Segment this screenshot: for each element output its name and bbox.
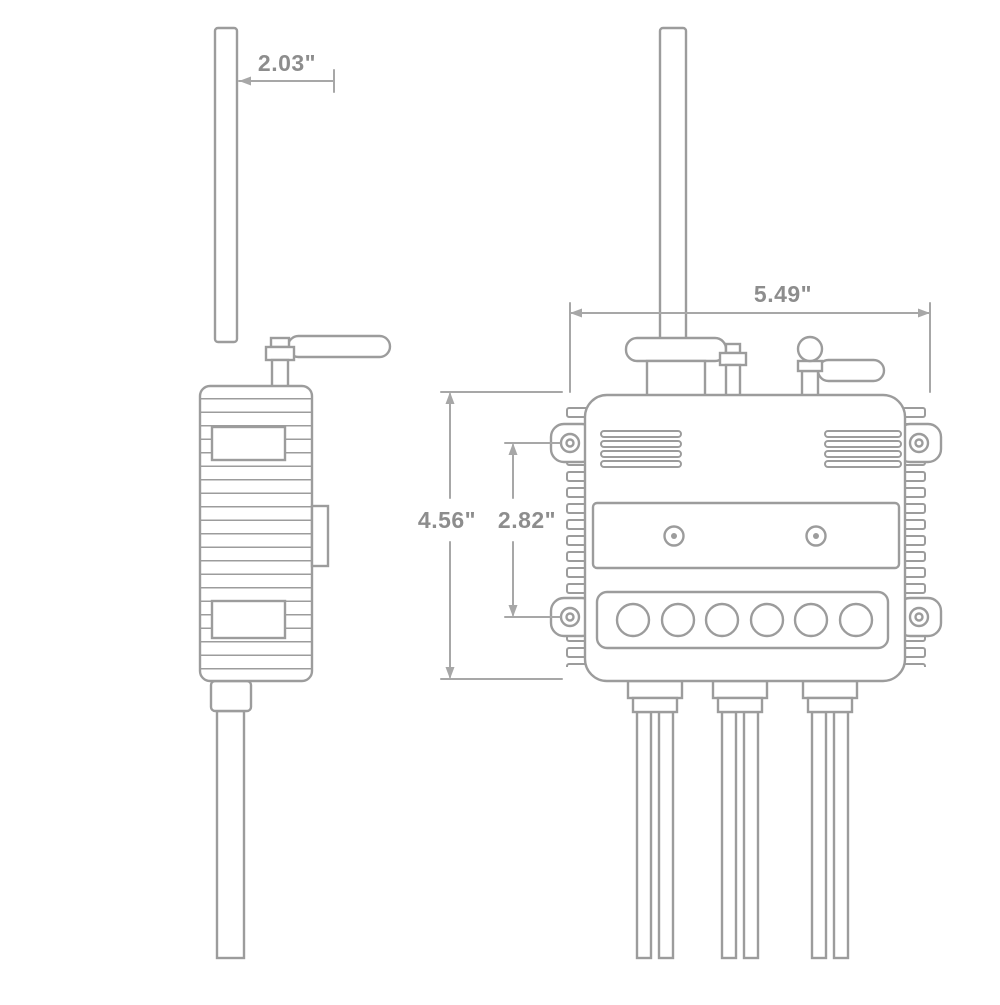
mounting-hole-center [565,438,575,448]
front-connector-nut [718,351,748,367]
cable-glands [626,679,859,714]
port [704,602,740,638]
dimension-overall-height: 4.56" [418,391,563,680]
arrow-left-icon [239,76,251,86]
side-top-recess [210,425,287,462]
cable-wire [720,710,738,960]
dimension-label: 4.56" [418,507,476,533]
front-connector-cap [724,342,742,355]
plate-screw-center [671,533,677,539]
dimension-overall-width: 5.49" [569,281,931,393]
arrow-right-icon [918,308,930,318]
front-antenna [658,26,688,342]
button-knob [796,335,824,363]
vent-slot [824,450,902,458]
label-plate [591,501,901,570]
dimension-hole-spacing: 2.82" [498,442,561,618]
dimension-label: 2.82" [498,507,556,533]
arrow-down-icon [445,667,455,679]
lanyard-loop [816,358,886,383]
vent-slot [600,460,682,468]
port [838,602,874,638]
vent-slot [600,440,682,448]
front-antenna-flange [624,336,728,363]
side-bottom-recess [210,599,287,640]
side-antenna-cap [269,336,291,349]
mounting-hole-center [914,438,924,448]
dimension-label: 2.03" [258,50,316,76]
connector-ports [615,602,874,638]
dimension-antenna-clearance: 2.03" [238,50,335,93]
mounting-hole-center [565,612,575,622]
cable-gland [626,679,684,700]
output-cables [635,710,850,960]
cable-wire [810,710,828,960]
side-antenna [213,26,239,344]
cable-wire [832,710,850,960]
cable-gland [711,679,769,700]
side-cable-gland [209,679,253,713]
vent-slots-left [600,430,682,468]
front-view [549,26,943,960]
vent-slot [600,430,682,438]
cable-wire [742,710,760,960]
port [660,602,696,638]
cable-gland-lower [806,696,854,714]
arrow-down-icon [508,605,518,617]
vent-slot [824,430,902,438]
side-mount-arm [286,334,392,359]
plate-screw-center [813,533,819,539]
side-antenna-nut [264,345,296,362]
port [793,602,829,638]
side-view [198,26,392,960]
cable-wire [635,710,653,960]
arrow-up-icon [445,392,455,404]
vent-slots-right [824,430,902,468]
cable-gland-lower [631,696,679,714]
port [749,602,785,638]
side-cable [215,709,246,960]
arrow-left-icon [570,308,582,318]
cable-gland [801,679,859,700]
button-collar [796,359,824,373]
arrow-up-icon [508,443,518,455]
dimension-label: 5.49" [754,281,812,307]
dimension-annotations: 2.03" 5.49" 4.56" [238,50,931,680]
vent-slot [600,450,682,458]
cable-wire [657,710,675,960]
port [615,602,651,638]
side-boss-protrusion [310,504,330,568]
cable-gland-lower [716,696,764,714]
vent-slot [824,460,902,468]
vent-slot [824,440,902,448]
mounting-hole-center [914,612,924,622]
front-antenna-neck [645,359,707,401]
